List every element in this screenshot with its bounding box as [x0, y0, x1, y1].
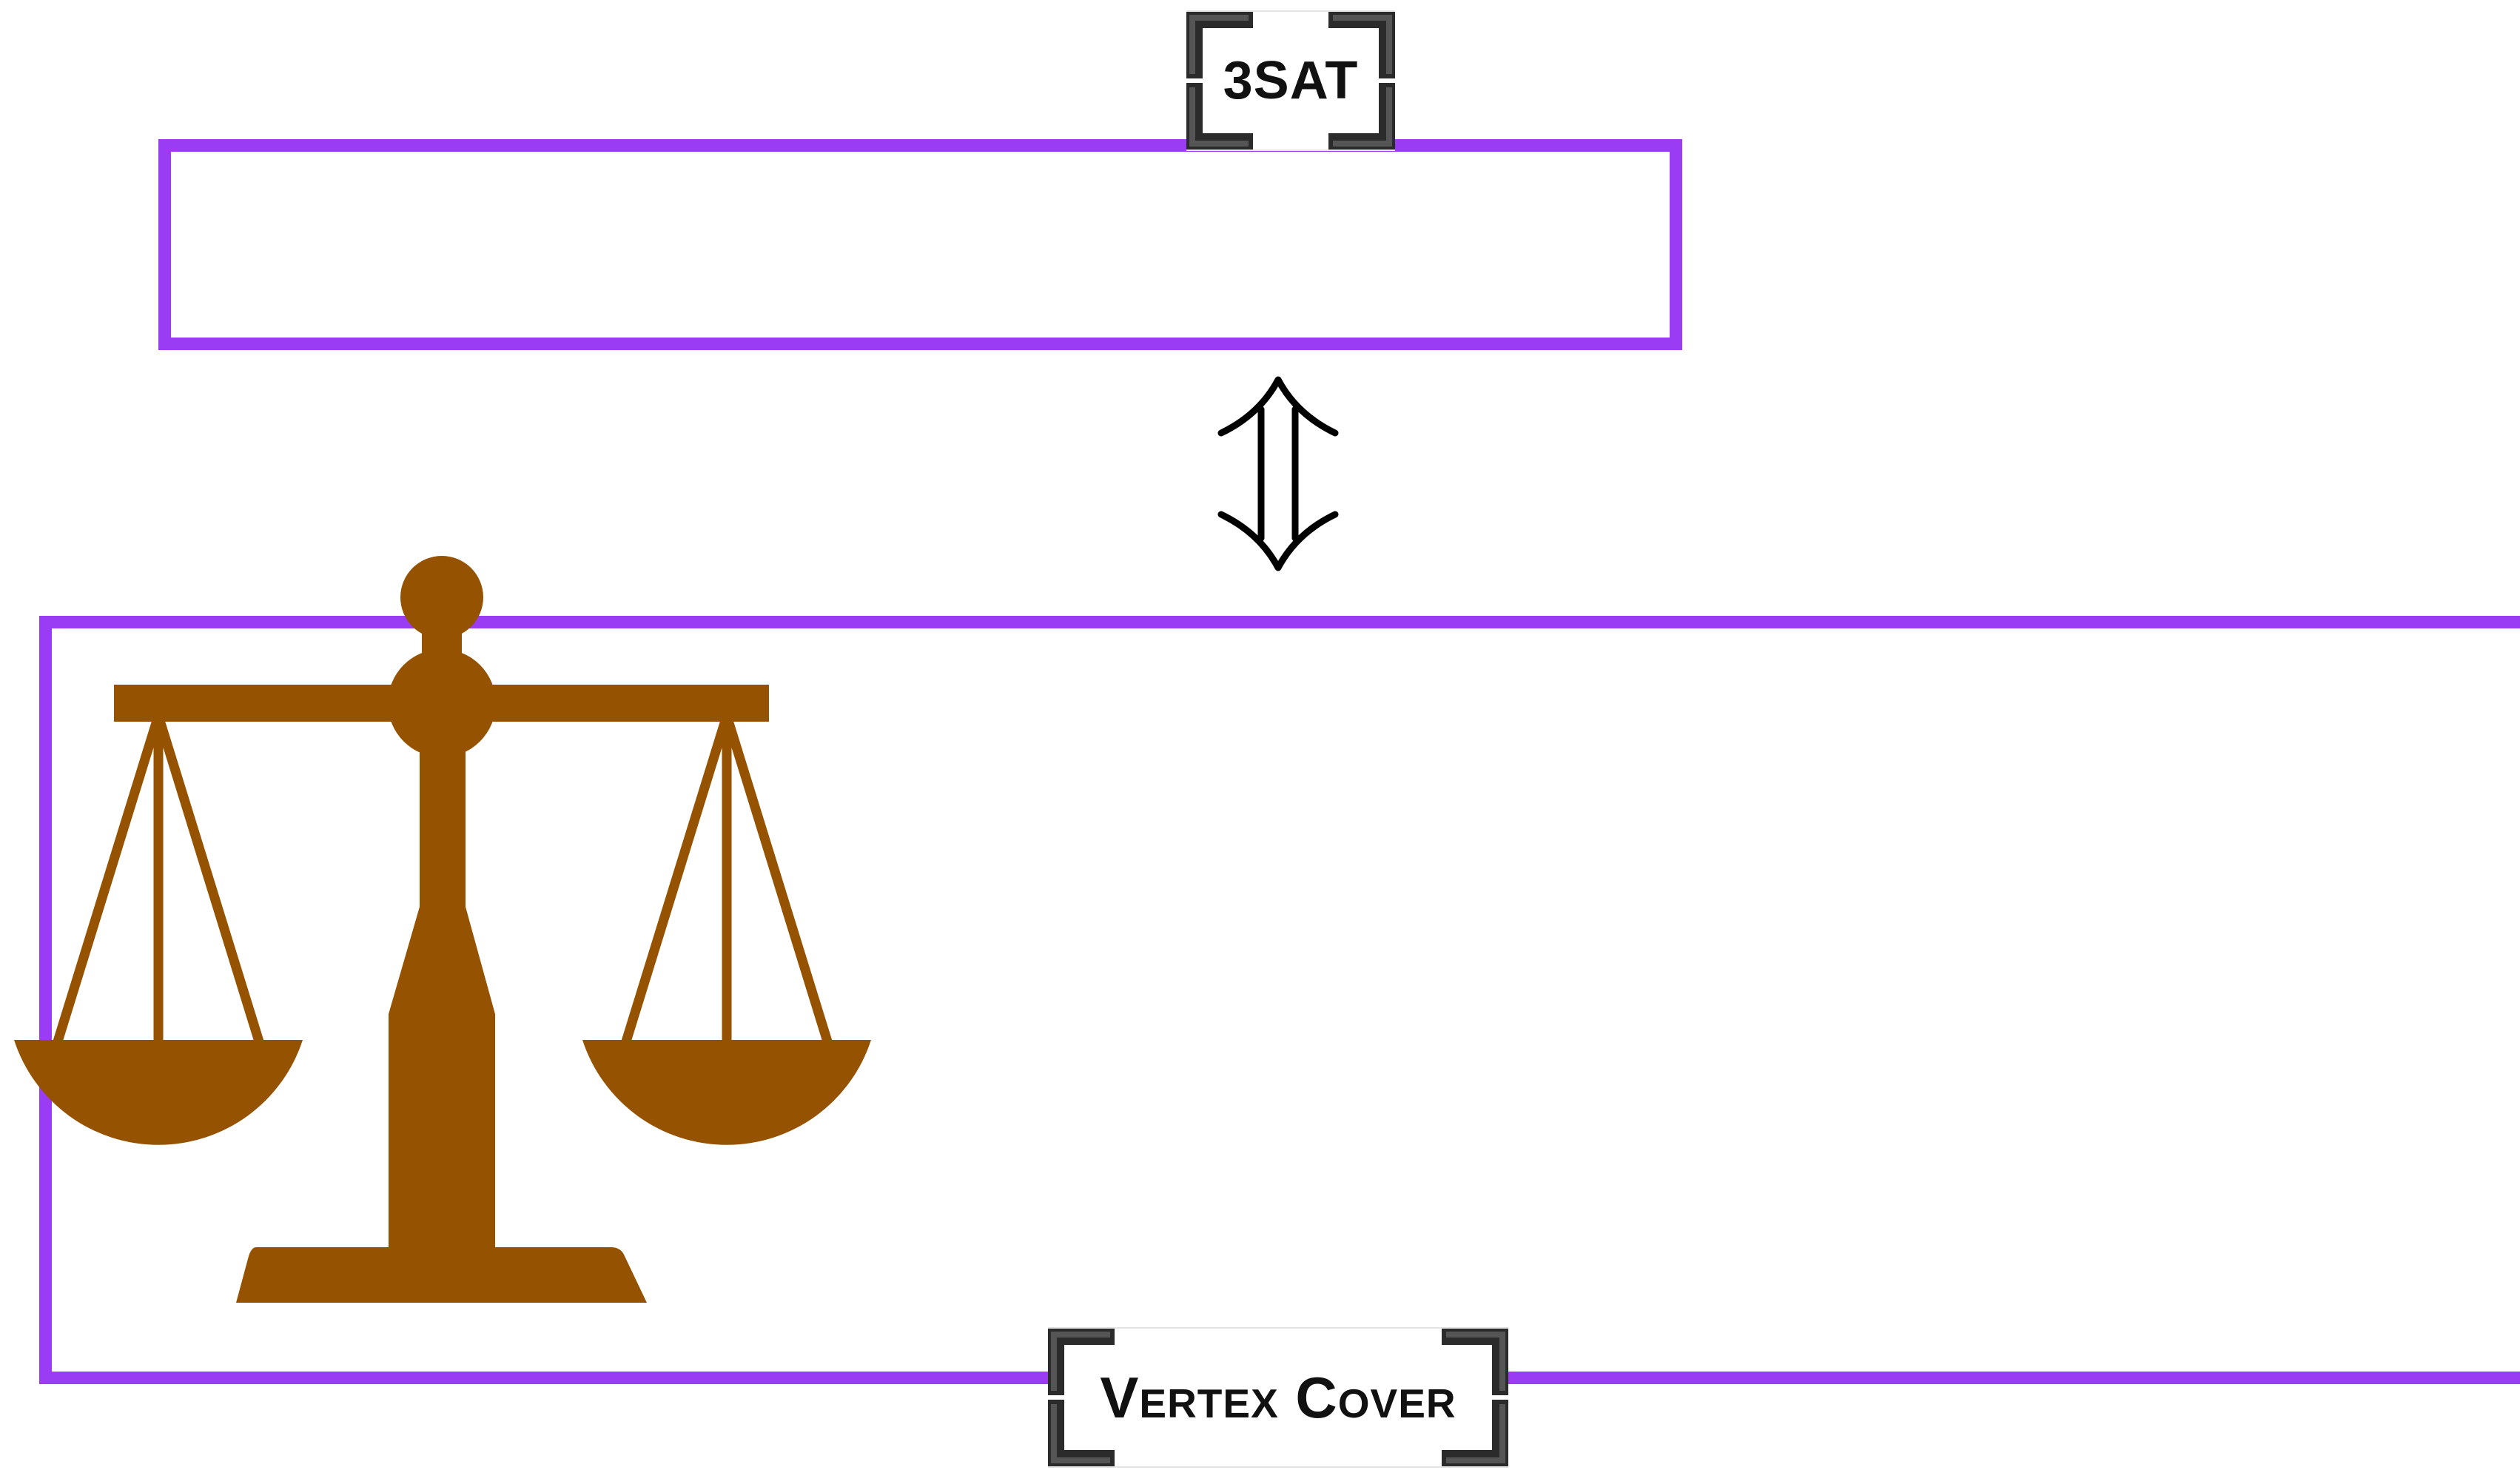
- scales-of-justice-icon: [14, 556, 871, 1303]
- photo-corner-icon: [1048, 1400, 1115, 1466]
- target-problem-label: Vertex Cover: [1100, 1364, 1456, 1430]
- photo-corner-icon: [1186, 83, 1253, 150]
- photo-corner-icon: [1328, 83, 1395, 150]
- photo-corner-icon: [1442, 1400, 1508, 1466]
- target-problem-label-plate: Vertex Cover: [1048, 1327, 1508, 1468]
- photo-corner-icon: [1186, 12, 1253, 78]
- iff-double-arrow-icon: [1217, 376, 1339, 571]
- photo-corner-icon: [1048, 1329, 1115, 1395]
- source-problem-label: 3SAT: [1223, 51, 1359, 110]
- source-problem-label-plate: 3SAT: [1186, 10, 1395, 151]
- photo-corner-icon: [1328, 12, 1395, 78]
- reduction-source-box: [158, 139, 1682, 350]
- photo-corner-icon: [1442, 1329, 1508, 1395]
